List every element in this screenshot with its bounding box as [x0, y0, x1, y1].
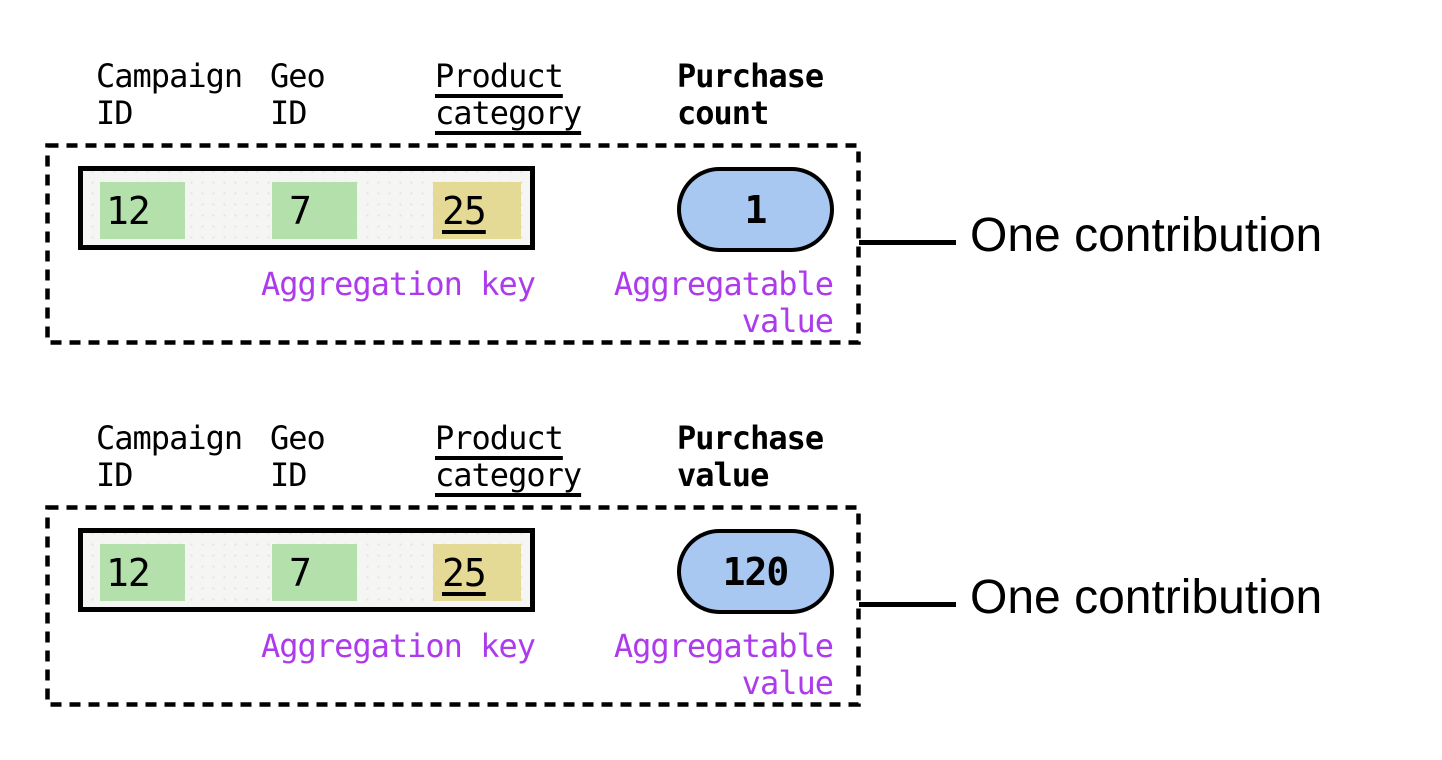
header-line-1: Purchase	[677, 419, 824, 457]
header-line-1: Geo	[270, 57, 326, 95]
header-line-2: ID	[96, 456, 134, 494]
campaign-id-value-cell: 12	[100, 182, 185, 239]
column-header-geo-id: Geo ID	[270, 57, 326, 132]
header-line-1: Product	[435, 57, 564, 95]
header-line-1: Campaign	[96, 57, 243, 95]
aggregatable-value: 1	[744, 187, 768, 232]
geo-id-value: 7	[289, 188, 312, 233]
product-category-value-cell: 25	[433, 182, 521, 239]
aggregatable-value-pill: 1	[677, 167, 834, 252]
header-line-1: Purchase	[677, 57, 824, 95]
product-category-value-cell: 25	[433, 544, 521, 601]
aggregatable-value-label: Aggregatable value	[533, 265, 834, 340]
connector-line	[859, 602, 956, 607]
column-header-geo-id: Geo ID	[270, 419, 326, 494]
column-header-campaign-id: Campaign ID	[96, 419, 243, 494]
column-header-purchase-value: Purchase value	[677, 419, 824, 494]
record-row: 12 7 25	[78, 528, 535, 612]
record-row: 12 7 25	[78, 166, 535, 250]
geo-id-value-cell: 7	[272, 182, 357, 239]
header-line-2: ID	[96, 94, 134, 132]
campaign-id-value: 12	[106, 188, 151, 233]
geo-id-value-cell: 7	[272, 544, 357, 601]
campaign-id-value-cell: 12	[100, 544, 185, 601]
campaign-id-value: 12	[106, 550, 151, 595]
product-category-value: 25	[442, 550, 487, 595]
header-line-2: category	[435, 94, 582, 132]
column-header-product-category: Product category	[435, 57, 582, 132]
product-category-value: 25	[442, 188, 487, 233]
header-line-1: Campaign	[96, 419, 243, 457]
contribution-boundary-dashed-box	[45, 505, 861, 707]
aggregatable-value-pill: 120	[677, 529, 834, 614]
header-line-1: Product	[435, 419, 564, 457]
header-line-2: value	[677, 456, 769, 494]
contribution-boundary-dashed-box	[45, 143, 861, 345]
one-contribution-label: One contribution	[970, 571, 1323, 624]
column-header-product-category: Product category	[435, 419, 582, 494]
column-header-purchase-count: Purchase count	[677, 57, 824, 132]
aggregatable-value: 120	[722, 549, 790, 594]
header-line-2: ID	[270, 94, 308, 132]
aggregatable-value-label-line-2: value	[741, 663, 834, 702]
connector-line	[859, 240, 956, 245]
aggregation-key-label: Aggregation key	[261, 265, 536, 303]
contribution-block-purchase-count: Campaign ID Geo ID Product category Purc…	[0, 0, 1442, 362]
aggregatable-value-label: Aggregatable value	[533, 627, 834, 702]
header-line-2: count	[677, 94, 769, 132]
contribution-block-purchase-value: Campaign ID Geo ID Product category Purc…	[0, 362, 1442, 724]
header-line-1: Geo	[270, 419, 326, 457]
header-line-2: category	[435, 456, 582, 494]
column-header-campaign-id: Campaign ID	[96, 57, 243, 132]
header-line-2: ID	[270, 456, 308, 494]
aggregatable-value-label-line-1: Aggregatable	[613, 265, 834, 303]
aggregatable-value-label-line-1: Aggregatable	[613, 627, 834, 665]
one-contribution-label: One contribution	[970, 209, 1323, 262]
aggregation-key-label: Aggregation key	[261, 627, 536, 665]
geo-id-value: 7	[289, 550, 312, 595]
aggregatable-value-label-line-2: value	[741, 301, 834, 340]
